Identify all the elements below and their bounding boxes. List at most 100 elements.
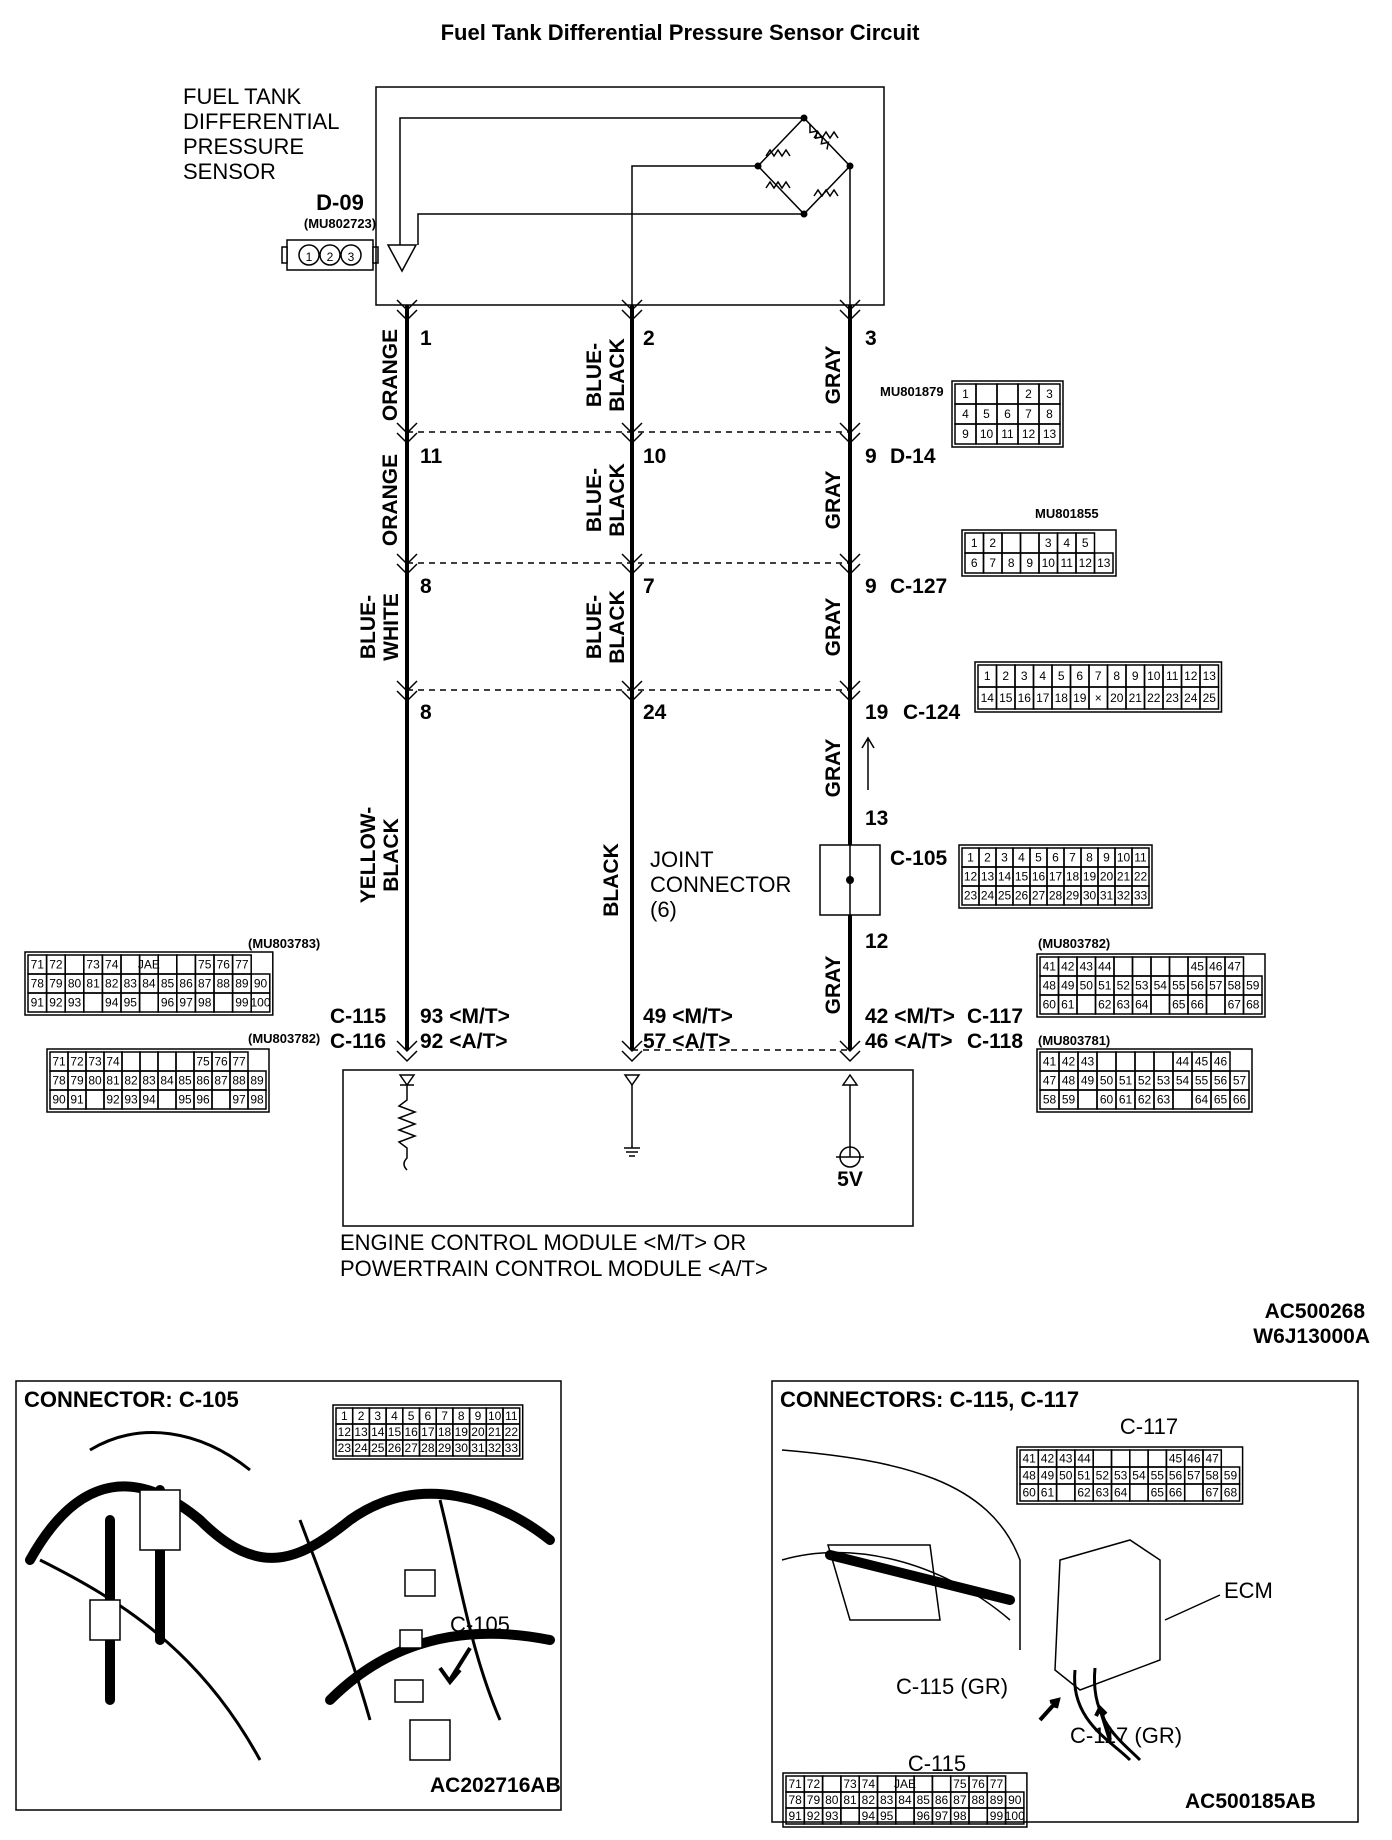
connector-cell: [85, 1089, 105, 1110]
connector-cell-label: 81: [843, 1793, 857, 1807]
connector-cell: [1055, 1483, 1076, 1502]
connector-cell-label: 59: [1246, 979, 1260, 993]
connector-cell-label: 63: [1117, 998, 1131, 1012]
ecm-pin: 93 <M/T>: [420, 1005, 510, 1028]
connector-cell-label: 9: [962, 427, 969, 441]
connector-cell-label: 16: [404, 1425, 418, 1439]
connector-cell-label: 55: [1172, 979, 1186, 993]
connector-cell-label: 20: [1110, 691, 1124, 705]
connector-cell-label: 2: [984, 851, 991, 865]
connector-cell: [157, 1051, 177, 1072]
wire-color: BLACK: [606, 590, 629, 664]
connector-cell-label: 92: [49, 996, 63, 1010]
joint-connector: 13 12 JOINT CONNECTOR (6) C-105: [650, 807, 948, 953]
connector-cell-label: 85: [178, 1074, 192, 1088]
connector-cell-label: 27: [404, 1441, 418, 1455]
connector-cell: [1131, 885, 1150, 906]
connector-cell-label: 84: [160, 1074, 174, 1088]
wire-color: BLACK: [600, 843, 623, 917]
connector-cell-label: 75: [196, 1055, 210, 1069]
sensor-connector-face: 1 2 3: [281, 239, 379, 271]
connector-cell: [1153, 1051, 1174, 1072]
pin-number: 9: [865, 575, 877, 598]
connector-cell-label: 28: [1049, 889, 1063, 903]
connector-cell-label: 7: [1069, 851, 1076, 865]
connector-cell-label: 25: [371, 1441, 385, 1455]
connector-cell-label: 47: [1043, 1074, 1057, 1088]
connector-cell-label: 33: [505, 1441, 519, 1455]
pin-number: 19: [865, 701, 888, 724]
connector-cell-label: 80: [88, 1074, 102, 1088]
voltage-label: 5V: [837, 1168, 863, 1191]
connector-cell: [64, 954, 85, 975]
connector-cell: [1092, 1449, 1113, 1468]
connector-cell-label: 41: [1043, 960, 1057, 974]
connector-cell: [1115, 1051, 1136, 1072]
connector-cell: [213, 992, 234, 1013]
connector-cell-label: 55: [1151, 1469, 1165, 1483]
connector-cell: [931, 1775, 952, 1793]
connector-cell-label: 3: [1021, 669, 1028, 683]
connector-cell-label: 9: [475, 1409, 482, 1423]
diagram-title: Fuel Tank Differential Pressure Sensor C…: [441, 20, 921, 45]
connector-part-number: MU801879: [880, 384, 944, 399]
connector-cell: [1076, 994, 1097, 1015]
connector-cell: [247, 1089, 267, 1110]
connector-cell-label: 64: [1135, 998, 1149, 1012]
connector-cell-label: 100: [1005, 1809, 1025, 1823]
connector-cell-label: 51: [1119, 1074, 1133, 1088]
connector-cell-label: 92: [807, 1809, 821, 1823]
wire-color: GRAY: [822, 739, 845, 798]
connector-cell-label: 61: [1041, 1486, 1055, 1500]
connector-cell-label: 98: [198, 996, 212, 1010]
connector-cell-label: 86: [935, 1793, 949, 1807]
sensor-connector-part: (MU802723): [304, 216, 376, 231]
connector-cell: [1019, 532, 1040, 554]
connector-cell-label: 47: [1228, 960, 1242, 974]
sensor-label-line: FUEL TANK: [183, 84, 302, 109]
connector-cell-label: 97: [935, 1809, 949, 1823]
connector-cell-label: 32: [1117, 889, 1131, 903]
connector-cell-label: 52: [1117, 979, 1131, 993]
connector-cell-label: 9: [1103, 851, 1110, 865]
connector-cell-label: 23: [964, 889, 978, 903]
connector-cell-label: 7: [1095, 669, 1102, 683]
connector-cell-label: 51: [1098, 979, 1112, 993]
connector-cell-label: 59: [1062, 1093, 1076, 1107]
connector-cell-label: 29: [438, 1441, 452, 1455]
connector-cell-label: 1: [341, 1409, 348, 1423]
sensor-pin: 2: [327, 250, 334, 264]
connector-cell-label: 42: [1061, 960, 1075, 974]
connector-cell-label: 95: [124, 996, 138, 1010]
connector-cell-label: 96: [161, 996, 175, 1010]
connector-cell-label: 96: [917, 1809, 931, 1823]
joint-pin-bottom: 12: [865, 930, 888, 953]
connector-cell-label: 3: [374, 1409, 381, 1423]
pin-number: 9: [865, 445, 877, 468]
connector-cell-label: 8: [458, 1409, 465, 1423]
connector-cell-label: 91: [31, 996, 45, 1010]
connector-cell-label: 89: [235, 977, 249, 991]
connector-cell-label: 13: [1203, 669, 1217, 683]
connector-cell-label: 13: [981, 870, 995, 884]
connector-cell-label: 97: [179, 996, 193, 1010]
wire-color: BLACK: [606, 338, 629, 412]
ecm-label-line: ENGINE CONTROL MODULE <M/T> OR: [340, 1230, 746, 1255]
joint-label-line: CONNECTOR: [650, 872, 791, 897]
connector-cell-label: 48: [1043, 979, 1057, 993]
connector-id: C-116: [330, 1030, 386, 1053]
connector-cell-label: 83: [880, 1793, 894, 1807]
panel-connectors-c115-c117: CONNECTORS: C-115, C-117 C-117 ECM C-115…: [771, 1380, 1359, 1823]
panel-label: C-115 (GR): [896, 1674, 1008, 1699]
connector-cell-label: 1: [984, 669, 991, 683]
connector-cell-label: 28: [421, 1441, 435, 1455]
connector-cell-label: 5: [408, 1409, 415, 1423]
ecm-pin: 46 <A/T>: [865, 1030, 953, 1053]
connector-cell-label: 78: [52, 1074, 66, 1088]
connector-cell-label: 82: [124, 1074, 138, 1088]
